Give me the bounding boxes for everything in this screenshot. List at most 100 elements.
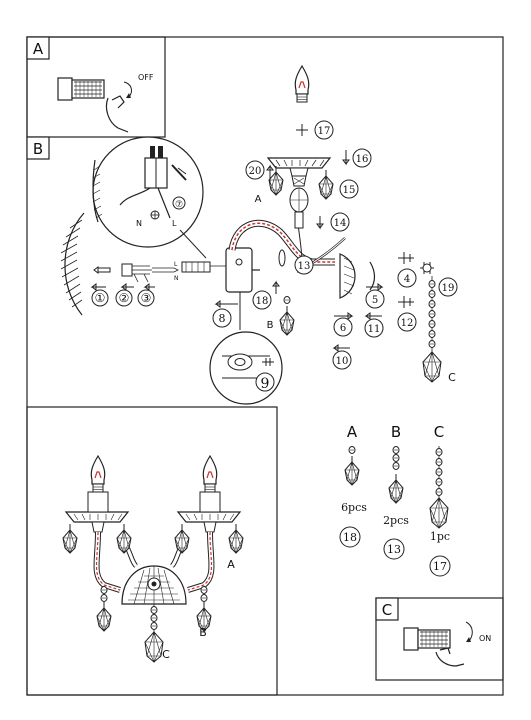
step-7-label: ⑦ xyxy=(175,200,183,210)
step-5-circle xyxy=(365,289,385,309)
step-1-circle xyxy=(91,289,109,307)
arrow-step-8 xyxy=(214,300,238,308)
cable-neutral-label: N xyxy=(174,275,179,282)
assembled-label-c: C xyxy=(162,648,170,661)
step-15-circle xyxy=(339,179,359,199)
washer-icon xyxy=(369,261,376,291)
screw-4 xyxy=(398,252,414,264)
panel-c-label: C xyxy=(382,601,392,619)
arrow-step-6 xyxy=(334,312,354,320)
step-18-label: 18 xyxy=(256,296,269,307)
part-c-step: 17 xyxy=(433,560,447,573)
arrow-step-1 xyxy=(90,283,106,291)
candle-cup xyxy=(266,157,332,229)
step-17-label: 17 xyxy=(318,126,331,137)
part-c-letter: C xyxy=(434,423,444,441)
step-16-label: 16 xyxy=(356,154,369,165)
panel-a-label-box xyxy=(26,36,50,60)
step-6-circle xyxy=(333,317,353,337)
arrow-step-5 xyxy=(366,283,384,291)
arrow-step-10 xyxy=(332,344,350,352)
assembled-panel-frame xyxy=(26,406,278,696)
assembled-label-b: B xyxy=(199,626,207,639)
screw-12 xyxy=(398,296,414,308)
screw-icon xyxy=(262,358,274,366)
assembled-label-a: A xyxy=(227,558,235,571)
step-13-circle xyxy=(294,255,314,275)
screw-17 xyxy=(296,124,308,136)
step-16-circle xyxy=(352,148,372,168)
finial-icon xyxy=(420,262,434,274)
step-20-circle xyxy=(245,160,265,180)
screwdriver-icon xyxy=(171,164,187,181)
step-9-label: 9 xyxy=(261,376,270,392)
letter-b-label: B xyxy=(267,320,274,331)
crystal-a-top-right xyxy=(318,169,334,200)
step-10-label: 10 xyxy=(336,356,349,367)
letter-a-label: A xyxy=(255,194,262,205)
wiring-detail: ⑦ N L xyxy=(92,136,204,248)
panel-b-label: B xyxy=(33,140,43,158)
wire-live-label: L xyxy=(172,219,177,228)
parts-list: A 6pcs 18 B 2pcs 13 C 1pc 17 xyxy=(339,423,451,577)
detail-9: 9 xyxy=(209,331,283,405)
arm-crystal-b xyxy=(279,296,295,336)
arrow-step-18 xyxy=(272,280,280,294)
part-c-step-circle xyxy=(429,555,451,577)
step-11-circle xyxy=(364,318,384,338)
panel-c-frame xyxy=(375,597,504,681)
wire-neutral-label: N xyxy=(136,219,142,228)
step-2-circle xyxy=(115,289,133,307)
step-1-label: ① xyxy=(95,291,106,305)
letter-c-label: C xyxy=(448,371,456,384)
step-20-label: 20 xyxy=(249,166,262,177)
step-7-circle xyxy=(172,196,186,210)
part-b-step-circle xyxy=(383,538,405,560)
panel-b-label-box xyxy=(26,136,50,160)
bulb-left-icon xyxy=(90,455,106,493)
bracket-icon xyxy=(121,263,133,277)
step-11-label: 11 xyxy=(368,324,381,335)
cable-live-label: L xyxy=(174,261,178,268)
panel-a-frame xyxy=(26,36,166,138)
step-4-circle xyxy=(397,268,417,288)
step-15-label: 15 xyxy=(343,185,356,196)
part-a-qty: 6pcs xyxy=(341,501,367,514)
switch-off-icon xyxy=(57,77,105,101)
step-12-label: 12 xyxy=(401,318,414,329)
part-c-qty: 1pc xyxy=(430,530,450,543)
panel-a: A OFF xyxy=(26,36,166,138)
step-9-circle xyxy=(255,372,275,392)
back-plate-side xyxy=(339,253,356,299)
arrow-step-14 xyxy=(316,216,324,230)
step-3-label: ③ xyxy=(141,291,152,305)
step-18-circle xyxy=(252,290,272,310)
bulb-icon xyxy=(294,65,310,103)
wall-plug-icon xyxy=(93,266,111,274)
panel-a-label: A xyxy=(33,40,44,58)
part-c: C 1pc 17 xyxy=(429,423,451,577)
bulb-right-icon xyxy=(202,455,218,493)
connector-icon xyxy=(181,261,211,273)
part-a-step: 18 xyxy=(343,531,357,544)
arrow-step-3 xyxy=(143,283,155,291)
part-a-step-circle xyxy=(339,526,361,548)
wall-icon xyxy=(60,212,85,316)
step-10-circle xyxy=(332,350,352,370)
arrow-step-20 xyxy=(266,164,274,186)
wall-plate xyxy=(225,247,260,330)
step-14-label: 14 xyxy=(334,218,347,229)
step-19-circle xyxy=(438,277,458,297)
part-b-letter: B xyxy=(391,423,401,441)
crystal-c-chain xyxy=(422,276,442,383)
arrow-step-2 xyxy=(120,283,134,291)
panel-c-label-box xyxy=(375,597,399,621)
step-8-circle xyxy=(212,308,232,328)
step-14-circle xyxy=(330,212,350,232)
hand-icon-a xyxy=(105,95,129,133)
part-b-step: 13 xyxy=(387,543,401,556)
panel-c: C ON xyxy=(375,597,504,681)
part-b: B 2pcs 13 xyxy=(383,423,409,560)
arrow-step-11 xyxy=(364,312,382,320)
